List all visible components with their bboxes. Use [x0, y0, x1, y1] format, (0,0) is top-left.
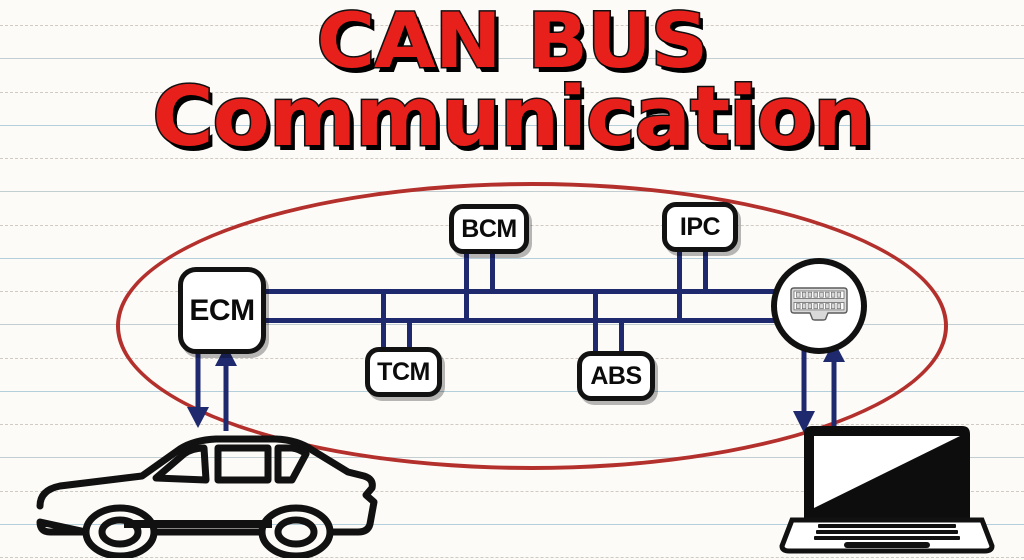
- ecu-node-abs[interactable]: ABS: [577, 351, 655, 401]
- ecu-node-ipc[interactable]: IPC: [662, 202, 738, 252]
- can-bus-network-boundary-ellipse: [116, 182, 948, 470]
- vehicle-illustration: [36, 435, 378, 558]
- tcm-stub-can-low: [407, 318, 412, 351]
- paper-dashed-line: [0, 25, 1024, 26]
- bcm-stub-can-high: [490, 240, 495, 294]
- diagnostic-laptop-illustration: [779, 426, 995, 554]
- paper-solid-line: [0, 524, 1024, 525]
- ipc-stub-can-low: [677, 239, 682, 322]
- ecu-node-abs-label: ABS: [590, 361, 642, 390]
- bcm-stub-can-low: [464, 240, 469, 322]
- ipc-stub-can-high: [703, 239, 708, 293]
- ecu-node-ecm[interactable]: ECM: [178, 267, 266, 354]
- ecu-node-bcm-label: BCM: [461, 214, 517, 243]
- ecu-node-ipc-label: IPC: [679, 212, 721, 241]
- arrow-car-to-ecm-up: [215, 345, 237, 431]
- paper-dashed-line: [0, 491, 1024, 492]
- paper-dashed-line: [0, 557, 1024, 558]
- ecu-node-bcm[interactable]: BCM: [449, 204, 529, 254]
- ecu-node-tcm-label: TCM: [377, 357, 430, 386]
- ecu-node-tcm[interactable]: TCM: [365, 347, 442, 397]
- obd2-connector-icon: [790, 287, 848, 321]
- ecu-node-ecm-label: ECM: [189, 293, 255, 327]
- diagram-title: CAN BUS Communication: [0, 0, 1024, 160]
- paper-solid-line: [0, 125, 1024, 126]
- paper-dashed-line: [0, 92, 1024, 93]
- can-low-bus-line: [252, 318, 776, 323]
- paper-solid-line: [0, 58, 1024, 59]
- abs-stub-can-high: [593, 289, 598, 355]
- title-line-1: CAN BUS: [315, 0, 710, 85]
- paper-dashed-line: [0, 158, 1024, 159]
- arrow-obd-to-laptop-down: [793, 345, 815, 433]
- can-high-bus-line: [252, 289, 776, 294]
- abs-stub-can-low: [619, 318, 624, 355]
- tcm-stub-can-high: [381, 289, 386, 351]
- obd2-dlc-connector-node[interactable]: [771, 258, 867, 354]
- arrow-ecm-to-car-down: [187, 345, 209, 428]
